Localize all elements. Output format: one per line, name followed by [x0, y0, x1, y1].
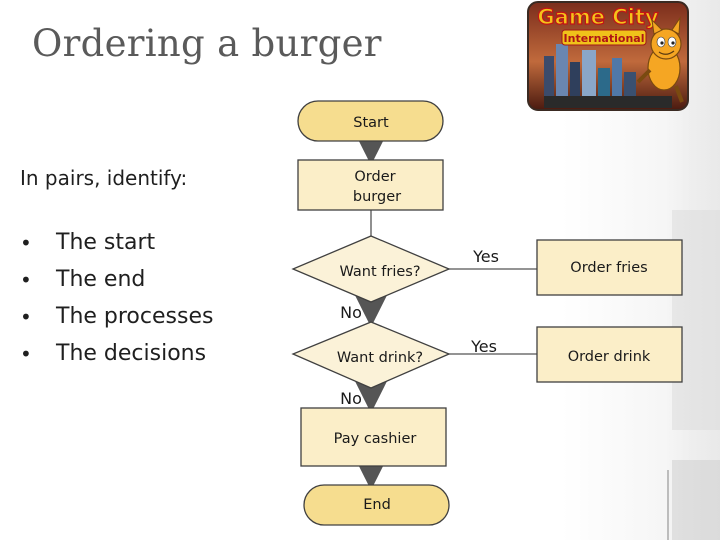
city-skyline-icon — [544, 44, 672, 108]
bullet-text: The start — [56, 230, 156, 255]
order-drink-process — [536, 326, 683, 383]
no-fries-label: No — [340, 303, 362, 322]
order-fries-label: Order fries — [570, 260, 647, 276]
bullet-item: • The end — [20, 265, 270, 302]
want-drink-decision — [291, 321, 451, 389]
bullet-item: • The start — [20, 228, 270, 265]
pay-cashier-process — [300, 407, 447, 467]
end-label: End — [363, 497, 391, 513]
bullet-list: • The start • The end • The processes • The … — [20, 228, 270, 376]
start-terminal — [297, 100, 444, 142]
start-label: Start — [353, 115, 389, 131]
order-burger-line2: burger — [353, 189, 401, 205]
bullet-dot: • — [20, 268, 32, 292]
instructions-intro: In pairs, identify: — [20, 166, 188, 190]
instructions-panel: In pairs, identify: • The start • The end … — [20, 166, 270, 376]
bullet-item: • The processes — [20, 302, 270, 339]
slide-title: Ordering a burger — [32, 22, 382, 65]
order-burger-process — [297, 159, 444, 211]
pay-cashier-label: Pay cashier — [334, 431, 417, 447]
order-burger-line1: Order — [354, 169, 395, 185]
order-fries-process — [536, 239, 683, 296]
want-fries-decision — [291, 235, 451, 303]
right-decor-rule — [667, 470, 669, 540]
end-terminal — [303, 484, 450, 526]
bullet-dot: • — [20, 305, 32, 329]
order-drink-label: Order drink — [568, 349, 651, 365]
yes-drink-label: Yes — [470, 337, 497, 356]
bullet-dot: • — [20, 342, 32, 366]
yes-fries-label: Yes — [472, 247, 499, 266]
no-drink-label: No — [340, 389, 362, 408]
scratch-cat-icon — [636, 16, 684, 103]
game-city-logo: Game City International — [527, 1, 689, 111]
right-decor-stripe — [672, 460, 720, 540]
want-drink-label: Want drink? — [337, 350, 423, 366]
bullet-item: • The decisions — [20, 339, 270, 376]
logo-subtitle: International — [564, 32, 645, 45]
bullet-text: The processes — [56, 304, 214, 329]
bullet-dot: • — [20, 231, 32, 255]
bullet-text: The end — [56, 267, 146, 292]
logo-title: Game City — [537, 5, 658, 29]
want-fries-label: Want fries? — [339, 264, 420, 280]
bullet-text: The decisions — [56, 341, 207, 366]
flowchart-thin-connectors — [370, 210, 537, 355]
